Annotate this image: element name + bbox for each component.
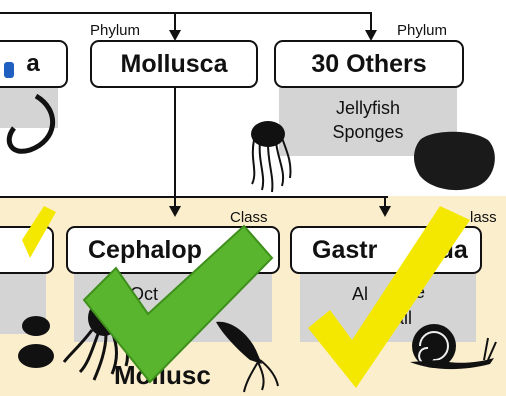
tentacle-silhouette-icon xyxy=(9,96,52,151)
yellow-check-icon xyxy=(22,206,56,258)
green-check-icon xyxy=(84,226,272,382)
animal-silhouette-icon xyxy=(22,316,50,336)
squid-icon xyxy=(216,322,278,392)
snail-icon xyxy=(410,324,496,369)
sponge-icon xyxy=(414,132,495,190)
jellyfish-icon xyxy=(251,121,291,192)
animal-silhouette-icon xyxy=(18,344,54,368)
